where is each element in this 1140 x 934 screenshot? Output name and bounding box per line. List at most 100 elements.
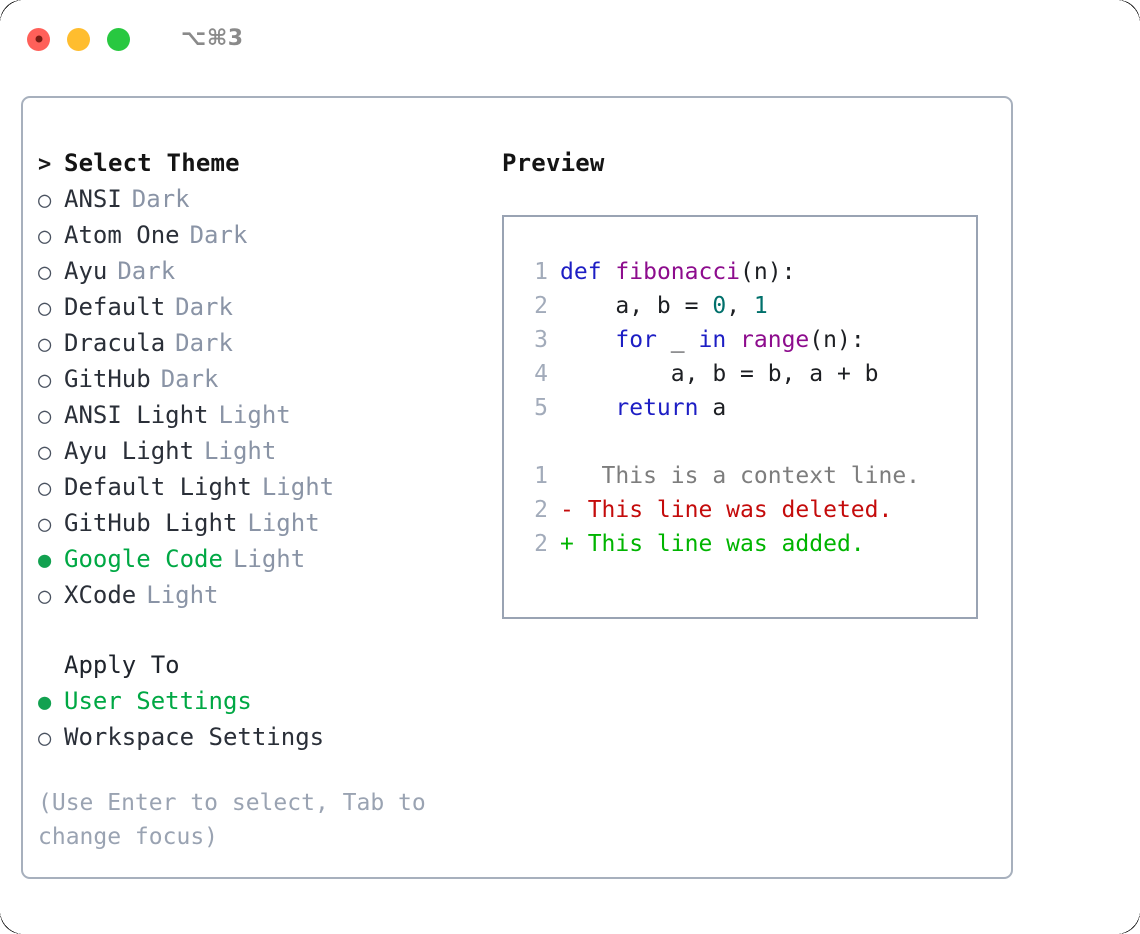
code-token-plain: _ [656, 327, 699, 353]
minimize-button[interactable] [67, 27, 90, 51]
code-line-number: 4 [534, 361, 548, 387]
theme-name-label: Ayu [64, 257, 108, 285]
apply-to-list: ●User Settings ○ Workspace Settings [38, 684, 478, 756]
code-line-content: for _ in range(n): [560, 323, 864, 357]
apply-to-heading: Apply To [38, 648, 478, 684]
code-line-content: a, b = 0, 1 [560, 289, 768, 323]
radio-unselected-icon: ○ [38, 332, 52, 357]
radio-unselected-icon: ○ [38, 260, 52, 285]
preview-heading: Preview [502, 149, 605, 177]
theme-category-label: Light [146, 581, 219, 609]
theme-category-label: Light [218, 401, 291, 429]
apply-to-option[interactable]: ●User Settings [38, 684, 478, 720]
theme-list-item[interactable]: ○ ANSI Dark [38, 182, 478, 218]
theme-name-label: Atom One [64, 221, 180, 249]
theme-category-label: Light [232, 545, 306, 573]
code-line-content: def fibonacci(n): [560, 255, 795, 289]
theme-list-item[interactable]: ○ ANSI Light Light [38, 398, 478, 434]
code-token-kw: for [615, 327, 657, 353]
maximize-button[interactable] [107, 27, 130, 51]
window-corner-mask [0, 910, 24, 934]
radio-unselected-icon: ○ [38, 726, 52, 751]
caret-icon: > [38, 152, 52, 177]
code-token-plain [560, 327, 615, 353]
window-controls [27, 27, 130, 51]
diff-line: 2 + This line was added. [514, 527, 976, 561]
theme-category-label: Dark [160, 365, 219, 393]
theme-category-label: Dark [189, 221, 248, 249]
diff-spacer [514, 425, 976, 459]
apply-to-label: Apply To [64, 651, 180, 679]
diff-line-number: 2 [534, 497, 548, 523]
close-button[interactable] [27, 27, 50, 51]
hint-spacer [38, 756, 478, 786]
theme-name-label: Default Light [64, 473, 252, 501]
diff-line: 2 - This line was deleted. [514, 493, 976, 527]
theme-name-label: Dracula [64, 329, 166, 357]
code-token-punc: (n): [740, 259, 796, 285]
section-spacer [38, 614, 478, 648]
radio-unselected-icon: ○ [38, 296, 52, 321]
code-token-kw: in [698, 327, 727, 353]
diff-line-number: 2 [534, 531, 548, 557]
theme-list-item[interactable]: ○ GitHub Dark [38, 362, 478, 398]
apply-to-option[interactable]: ○ Workspace Settings [38, 720, 478, 756]
code-token-plain [602, 259, 616, 285]
theme-category-label: Dark [175, 293, 233, 321]
theme-name-label: Ayu Light [64, 437, 195, 465]
code-line: 5 return a [514, 391, 976, 425]
diff-line: 1 This is a context line. [514, 459, 976, 493]
code-token-plain: , [726, 293, 754, 319]
code-line-number: 2 [534, 293, 548, 319]
apply-to-option-label: Workspace Settings [64, 723, 325, 751]
code-line-content: a, b = b, a + b [560, 357, 879, 391]
title-bar: ⌥⌘3 [0, 0, 1140, 78]
theme-category-label: Dark [131, 185, 190, 213]
diff-line-content: + This line was added. [560, 531, 865, 557]
theme-name-label: ANSI [64, 185, 122, 213]
apply-to-marker-placeholder [38, 650, 64, 684]
select-theme-label: Select Theme [64, 149, 240, 177]
code-line-number: 3 [534, 327, 548, 353]
code-token-fn: range [740, 327, 810, 353]
keyboard-shortcut-label: ⌥⌘3 [181, 26, 244, 51]
radio-selected-icon: ● [38, 548, 52, 573]
code-token-kw: def [560, 259, 602, 285]
theme-category-label: Dark [175, 329, 233, 357]
theme-name-label: ANSI Light [64, 401, 209, 429]
code-token-num: 1 [753, 293, 768, 319]
code-line: 2 a, b = 0, 1 [514, 289, 976, 323]
code-token-kw: return [615, 395, 699, 421]
code-line-number: 5 [534, 395, 548, 421]
radio-unselected-icon: ○ [38, 404, 52, 429]
window-corner-mask [1116, 910, 1140, 934]
diff-line-content: - This line was deleted. [560, 497, 893, 523]
code-line-content: return a [560, 391, 726, 425]
theme-list-item[interactable]: ○ Dracula Dark [38, 326, 478, 362]
radio-unselected-icon: ○ [38, 476, 52, 501]
diff-line-content: This is a context line. [560, 463, 921, 489]
theme-name-label: GitHub [64, 365, 151, 393]
radio-unselected-icon: ○ [38, 188, 52, 213]
code-line: 3 for _ in range(n): [514, 323, 976, 357]
radio-selected-icon: ● [38, 690, 52, 715]
radio-unselected-icon: ○ [38, 368, 52, 393]
radio-unselected-icon: ○ [38, 584, 52, 609]
theme-category-label: Light [204, 437, 277, 465]
code-token-plain [560, 395, 615, 421]
diff-sample: 1 This is a context line. 2 - This line wa… [514, 459, 976, 561]
